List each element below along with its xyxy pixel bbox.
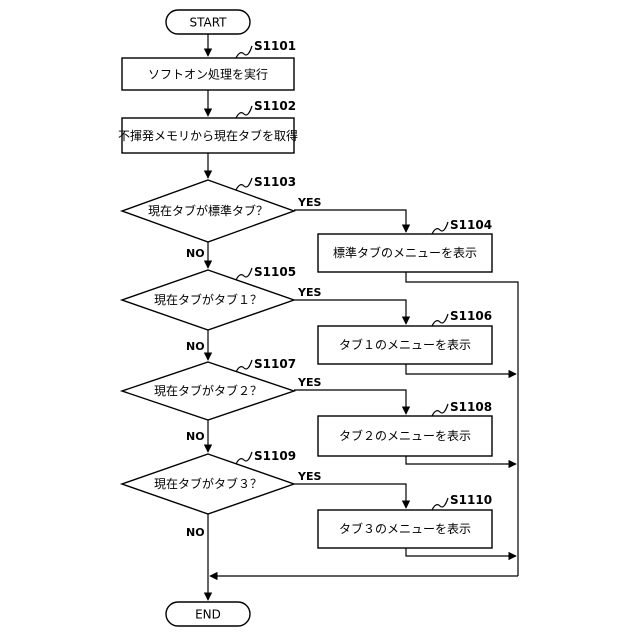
leader-s1106 xyxy=(432,314,448,326)
process-s1106-text: タブ１のメニューを表示 xyxy=(339,337,471,352)
decision-s1107-text: 現在タブがタブ２？ xyxy=(154,383,262,398)
step-id-s1107: S1107 xyxy=(254,357,296,371)
yes-label-s1109: YES xyxy=(297,470,321,483)
step-id-s1110: S1110 xyxy=(450,493,492,507)
leader-s1105 xyxy=(236,268,252,280)
edge-s1103-yes xyxy=(294,210,406,232)
edge-s1105-yes xyxy=(294,300,406,324)
edge-s1106-merge xyxy=(406,364,516,374)
step-id-s1104: S1104 xyxy=(450,218,492,232)
no-label-s1107: NO xyxy=(186,430,205,443)
process-s1101-text: ソフトオン処理を実行 xyxy=(148,67,268,82)
decision-s1105: 現在タブがタブ１？ xyxy=(122,270,294,330)
process-s1101: ソフトオン処理を実行 xyxy=(122,58,294,90)
no-label-s1109: NO xyxy=(186,526,205,539)
edge-s1108-merge xyxy=(406,456,516,464)
process-s1102-text: 不揮発メモリから現在タブを取得 xyxy=(118,128,298,143)
no-label-s1105: NO xyxy=(186,340,205,353)
end-label: END xyxy=(195,608,221,622)
leader-s1101 xyxy=(236,46,252,58)
step-id-s1106: S1106 xyxy=(450,309,492,323)
process-s1110: タブ３のメニューを表示 xyxy=(318,510,492,548)
decision-s1105-text: 現在タブがタブ１？ xyxy=(154,292,262,307)
leader-s1108 xyxy=(432,404,448,416)
yes-label-s1103: YES xyxy=(297,196,321,209)
yes-label-s1107: YES xyxy=(297,376,321,389)
start-label: START xyxy=(189,16,227,30)
decision-s1103-text: 現在タブが標準タブ？ xyxy=(148,203,268,218)
leader-s1104 xyxy=(432,222,448,234)
end-terminal: END xyxy=(166,602,250,626)
yes-label-s1105: YES xyxy=(297,286,321,299)
decision-s1103: 現在タブが標準タブ？ xyxy=(122,180,294,242)
process-s1104-text: 標準タブのメニューを表示 xyxy=(333,245,477,260)
decision-s1109-text: 現在タブがタブ３？ xyxy=(154,476,262,491)
process-s1110-text: タブ３のメニューを表示 xyxy=(339,521,471,536)
step-id-s1101: S1101 xyxy=(254,39,296,53)
leader-s1107 xyxy=(236,360,252,372)
no-label-s1103: NO xyxy=(186,247,205,260)
decision-s1109: 現在タブがタブ３？ xyxy=(122,454,294,514)
step-id-s1103: S1103 xyxy=(254,175,296,189)
edge-s1110-merge xyxy=(406,548,516,556)
process-s1108-text: タブ２のメニューを表示 xyxy=(339,428,471,443)
process-s1102: 不揮発メモリから現在タブを取得 xyxy=(118,118,298,153)
edge-s1109-yes xyxy=(294,484,406,508)
process-s1108: タブ２のメニューを表示 xyxy=(318,416,492,456)
step-id-s1108: S1108 xyxy=(450,400,492,414)
leader-s1102 xyxy=(236,106,252,118)
step-id-s1109: S1109 xyxy=(254,449,296,463)
process-s1106: タブ１のメニューを表示 xyxy=(318,326,492,364)
leader-s1103 xyxy=(236,178,252,190)
step-id-s1102: S1102 xyxy=(254,99,296,113)
leader-s1110 xyxy=(432,498,448,510)
leader-s1109 xyxy=(236,452,252,464)
step-id-s1105: S1105 xyxy=(254,265,296,279)
process-s1104: 標準タブのメニューを表示 xyxy=(318,234,492,272)
start-terminal: START xyxy=(166,10,250,34)
edge-s1107-yes xyxy=(294,390,406,414)
